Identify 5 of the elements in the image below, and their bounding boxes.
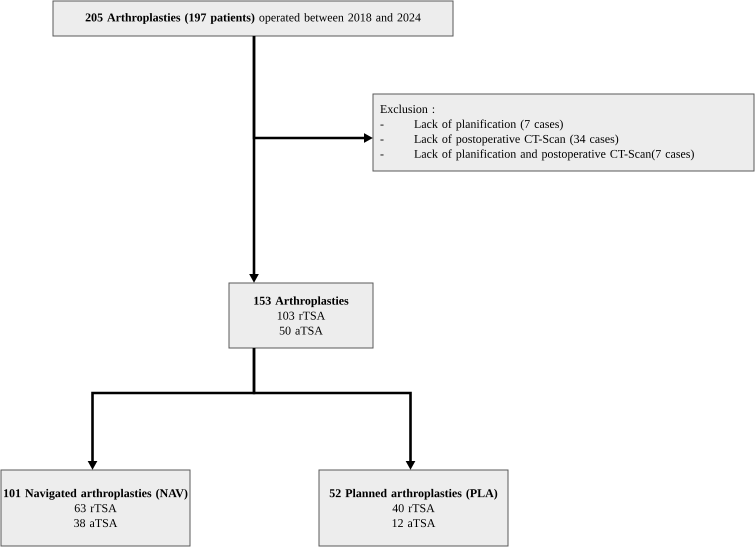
flow-box: 101 Navigated arthroplasties (NAV) 63 rTSA 38 aTSA <box>0 470 190 546</box>
flow-box: 205 Arthroplasties (197 patients) operated between 2018 and 2024 <box>52 0 454 36</box>
flow-box: 52 Planned arthroplasties (PLA) 40 rTSA 12 aTSA <box>318 470 508 546</box>
flow-box: 153 Arthroplasties 103 rTSA 50 aTSA <box>228 282 374 348</box>
exclusion-box: Exclusion : - Lack of planification (7 cases) - Lack of postoperative CT-Scan (34 cases) - Lack of planification and postoperative CT-Scan(7 cases) <box>372 94 754 172</box>
